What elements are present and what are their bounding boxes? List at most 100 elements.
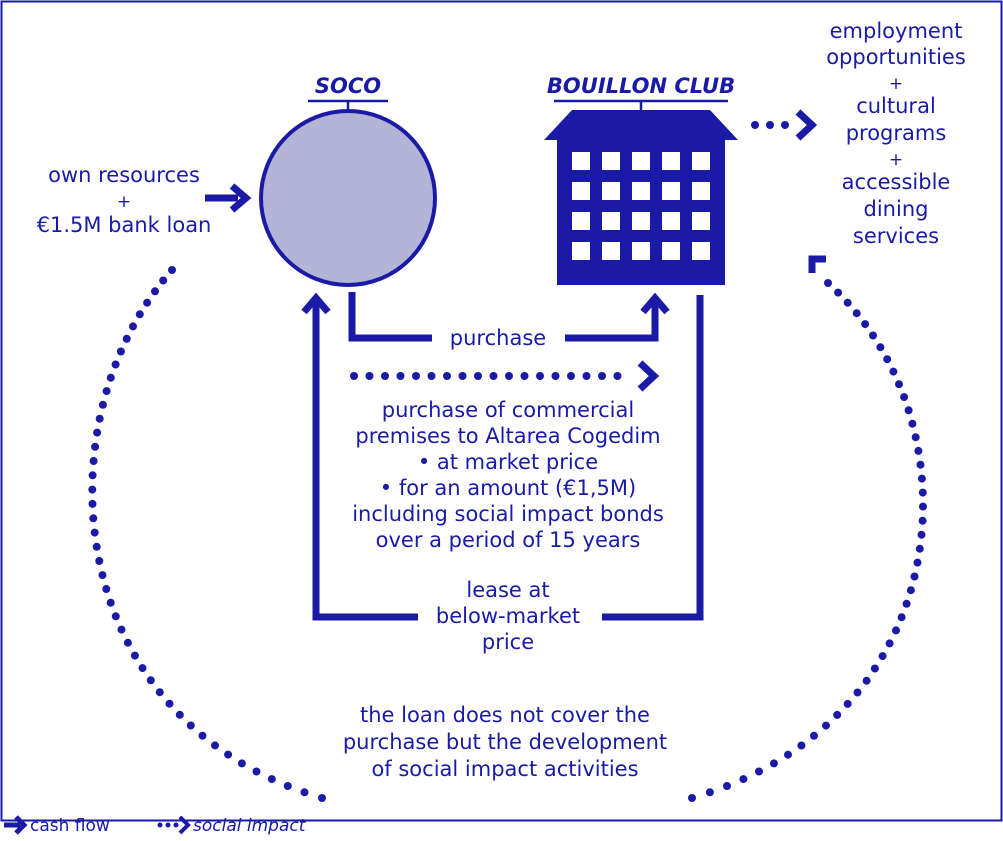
- impact-dot: [915, 544, 924, 553]
- building-window: [572, 212, 590, 230]
- loan-note-line-1: the loan does not cover the: [360, 703, 650, 727]
- impact-dot: [705, 788, 714, 797]
- output-line-4: programs: [846, 121, 947, 145]
- building-window: [692, 242, 710, 260]
- impact-dot: [88, 471, 97, 480]
- impact-dot: [917, 530, 926, 539]
- impact-dot: [89, 457, 98, 465]
- impact-dot: [89, 514, 98, 523]
- impact-loop-arrowhead: [808, 255, 826, 273]
- impact-dot: [123, 638, 132, 647]
- impact-dot: [165, 699, 174, 708]
- impact-dot: [427, 372, 436, 380]
- building-window: [602, 242, 620, 260]
- impact-dot: [853, 688, 862, 697]
- impact-dot: [784, 750, 792, 759]
- building-window: [602, 182, 620, 200]
- impact-dot: [892, 626, 900, 635]
- impact-dot: [175, 710, 184, 719]
- impact-dot: [536, 372, 544, 380]
- soco-circle: [259, 109, 437, 287]
- impact-dot: [900, 393, 909, 402]
- impact-dot: [98, 400, 107, 409]
- impact-dot: [688, 794, 696, 802]
- input-arrow: [205, 183, 252, 213]
- building-icon: [544, 110, 738, 285]
- building-window: [662, 152, 680, 170]
- impact-dot: [186, 721, 195, 730]
- building-window: [602, 212, 620, 230]
- details-line-5: including social impact bonds: [352, 502, 664, 526]
- building-window: [572, 242, 590, 260]
- impact-dot: [151, 287, 159, 296]
- impact-dot: [129, 322, 137, 331]
- impact-dot: [283, 782, 292, 790]
- impact-dot: [458, 372, 467, 380]
- impact-dot: [155, 688, 164, 697]
- impact-dot: [883, 355, 892, 364]
- building-window: [662, 182, 680, 200]
- impact-dot: [93, 428, 102, 437]
- building-window: [692, 212, 710, 230]
- impact-dot: [412, 372, 420, 380]
- impact-dot: [833, 710, 842, 719]
- loan-note-line-3: of social impact activities: [371, 757, 638, 781]
- impact-dot: [911, 433, 920, 442]
- details-line-2: premises to Altarea Cogedim: [355, 424, 660, 448]
- impact-dot: [895, 380, 903, 389]
- bouillon-club-node: BOUILLON CLUB: [544, 74, 738, 285]
- impact-dot: [350, 372, 358, 380]
- impact-dot: [862, 676, 871, 685]
- purchase-impact-arrow: [350, 372, 622, 380]
- inputs-line-1: own resources: [48, 163, 200, 187]
- details-line-1: purchase of commercial: [382, 398, 634, 422]
- lease-flow: [301, 292, 704, 621]
- purchase-details: purchase of commercial premises to Altar…: [352, 398, 664, 552]
- impact-dot: [95, 557, 104, 565]
- impact-dot: [598, 372, 606, 380]
- output-line-2: opportunities: [826, 45, 966, 69]
- impact-dot: [878, 652, 887, 661]
- details-line-6: over a period of 15 years: [376, 528, 641, 552]
- impact-dot: [88, 499, 97, 508]
- lease-line-3: price: [482, 630, 534, 654]
- building-window: [632, 212, 650, 230]
- impact-dot: [843, 298, 852, 307]
- impact-dot: [111, 360, 120, 369]
- impact-dot: [906, 586, 915, 595]
- impact-dot: [224, 750, 233, 759]
- inputs-label: own resources + €1.5M bank loan: [37, 163, 212, 237]
- impact-dot: [211, 741, 219, 750]
- building-window: [692, 152, 710, 170]
- impact-loop: [88, 266, 927, 802]
- impact-dot: [551, 372, 560, 380]
- purchase-flow: [348, 292, 670, 342]
- impact-dot: [130, 651, 139, 660]
- impact-dot: [122, 334, 131, 343]
- impact-dot: [267, 775, 276, 784]
- bouillon-club-title: BOUILLON CLUB: [547, 74, 735, 98]
- impact-dot: [365, 372, 374, 380]
- impact-dot: [474, 372, 482, 380]
- impact-dot: [252, 767, 261, 776]
- building-window: [632, 242, 650, 260]
- impact-dot: [300, 788, 309, 797]
- building-window: [602, 152, 620, 170]
- lease-label: lease at below-market price: [436, 578, 580, 654]
- output-plus-1: +: [889, 74, 903, 94]
- details-line-3: • at market price: [418, 450, 598, 474]
- impact-dot: [567, 372, 575, 380]
- impact-dot: [869, 331, 877, 340]
- impact-dot: [723, 782, 731, 790]
- impact-dot: [889, 367, 898, 376]
- impact-dot: [143, 298, 152, 307]
- impact-dot: [822, 721, 830, 730]
- impact-dot: [919, 502, 927, 511]
- building-window: [692, 182, 710, 200]
- impact-dot: [843, 699, 852, 708]
- output-line-7: services: [853, 224, 939, 248]
- impact-dot: [102, 387, 111, 396]
- details-line-4: • for an amount (€1,5M): [380, 476, 636, 500]
